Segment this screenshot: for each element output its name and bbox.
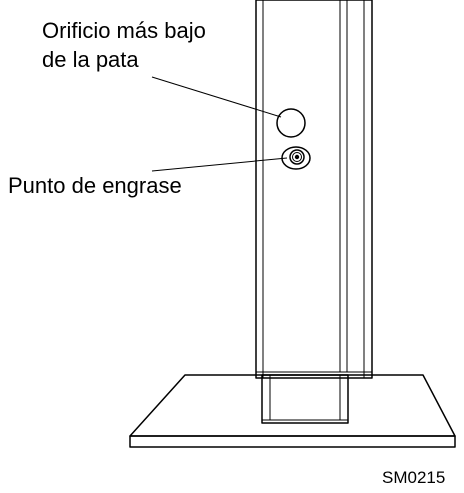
base-plate bbox=[129, 374, 456, 448]
lowest-hole bbox=[276, 108, 306, 138]
label-lowest-hole-line1: Orificio más bajo bbox=[42, 18, 206, 43]
label-grease-point: Punto de engrase bbox=[8, 173, 182, 198]
leg-column bbox=[255, 0, 373, 379]
leader-line-lowest-hole bbox=[151, 76, 282, 118]
figure-id: SM0215 bbox=[382, 468, 445, 487]
leader-line-grease-point bbox=[151, 157, 288, 172]
foot-block bbox=[261, 374, 349, 424]
label-lowest-hole-line2: de la pata bbox=[42, 47, 139, 72]
